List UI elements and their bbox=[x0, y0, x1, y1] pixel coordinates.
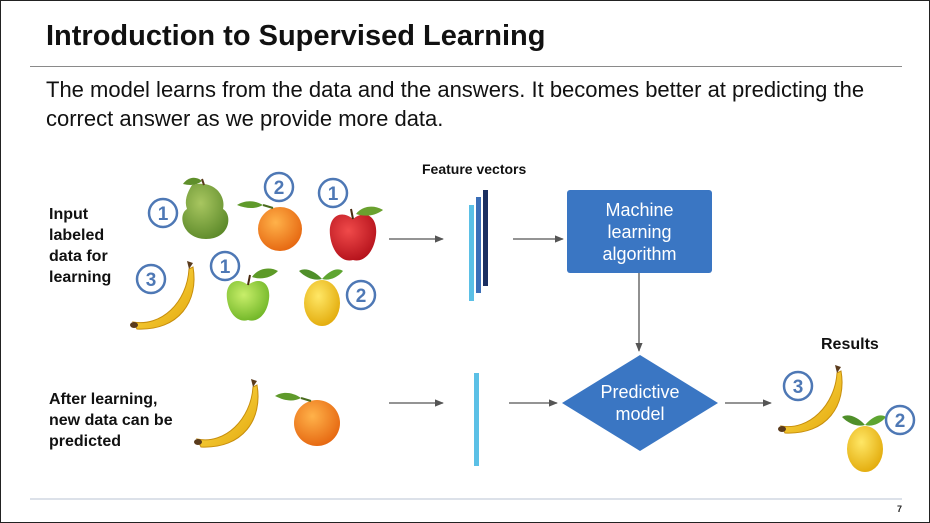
ml-algorithm-box: Machine learning algorithm bbox=[567, 190, 712, 273]
badge-green-apple: 1 bbox=[209, 250, 241, 282]
badge-result-lemon: 2 bbox=[884, 404, 916, 436]
lemon-icon bbox=[299, 269, 343, 326]
ml-algorithm-label: Machine learning algorithm bbox=[602, 199, 677, 264]
title-divider bbox=[30, 66, 902, 67]
banana-icon bbox=[130, 261, 195, 330]
slide-title: Introduction to Supervised Learning bbox=[46, 20, 546, 52]
feature-vectors-label: Feature vectors bbox=[422, 161, 527, 177]
badge-lemon: 2 bbox=[345, 279, 377, 311]
input-data-label: Input labeled data for learning bbox=[49, 206, 112, 286]
after-learning-label: After learning, new data can be predicte… bbox=[49, 391, 173, 450]
new-orange-icon bbox=[275, 392, 340, 446]
svg-text:3: 3 bbox=[793, 377, 804, 398]
svg-text:2: 2 bbox=[274, 178, 285, 199]
badge-orange: 2 bbox=[263, 171, 295, 203]
badge-result-banana: 3 bbox=[782, 370, 814, 402]
pear-icon bbox=[182, 177, 229, 239]
results-label: Results bbox=[821, 336, 879, 353]
orange-icon bbox=[237, 201, 302, 251]
result-banana-icon bbox=[778, 365, 843, 434]
predictive-model-diamond bbox=[562, 355, 718, 451]
slide-subtitle: The model learns from the data and the a… bbox=[46, 77, 865, 131]
new-feature-vector bbox=[474, 373, 479, 466]
new-banana-icon bbox=[194, 379, 259, 448]
svg-text:1: 1 bbox=[220, 257, 231, 278]
result-lemon-icon bbox=[842, 415, 886, 472]
svg-text:2: 2 bbox=[895, 411, 906, 432]
svg-text:1: 1 bbox=[328, 184, 339, 205]
svg-text:2: 2 bbox=[356, 286, 367, 307]
red-apple-icon bbox=[329, 206, 383, 261]
badge-pear: 1 bbox=[147, 197, 179, 229]
feature-vector-stack bbox=[469, 190, 488, 301]
svg-text:1: 1 bbox=[158, 204, 169, 225]
badge-red-apple: 1 bbox=[317, 177, 349, 209]
badge-banana: 3 bbox=[135, 263, 167, 295]
page-number: 7 bbox=[897, 504, 903, 514]
predictive-model-label: Predictive model bbox=[600, 382, 680, 424]
svg-text:3: 3 bbox=[146, 270, 157, 291]
green-apple-icon bbox=[226, 268, 278, 321]
